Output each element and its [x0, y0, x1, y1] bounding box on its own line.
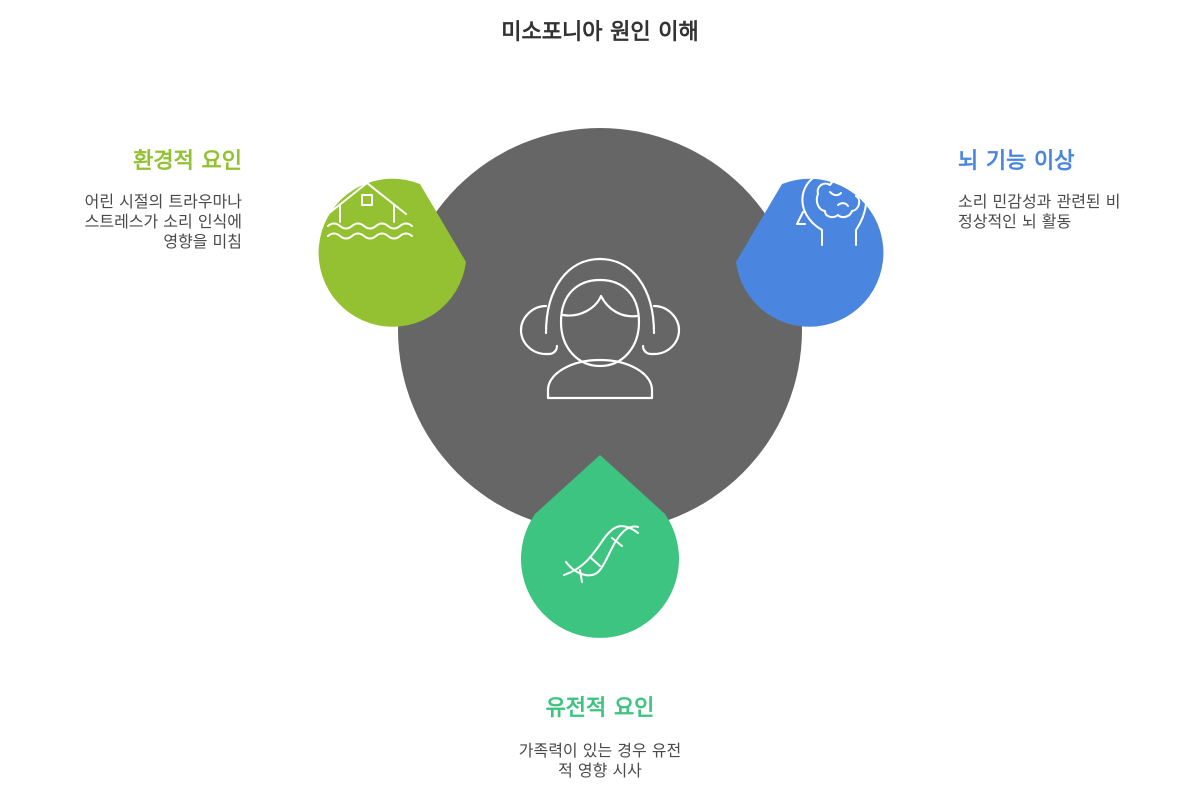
- environmental-heading: 환경적 요인: [133, 149, 242, 174]
- environmental-drop: [318, 178, 466, 327]
- center-circle: [398, 128, 802, 532]
- genetic-description-line: 적 영향 시사: [558, 761, 642, 780]
- genetic-description-line: 가족력이 있는 경우 유전: [518, 741, 682, 760]
- flooded-house-icon: [327, 182, 413, 240]
- genetic-drop: [521, 455, 680, 638]
- diagram-title: 미소포니아 원인 이해: [501, 20, 699, 45]
- environmental-description-line: 스트레스가 소리 인식에: [84, 212, 242, 231]
- genetic-description: 가족력이 있는 경우 유전 적 영향 시사: [0, 741, 1200, 781]
- brain-description: 소리 민감성과 관련된 비 정상적인 뇌 활동: [958, 192, 1198, 232]
- brain-description-line: 소리 민감성과 관련된 비: [958, 192, 1121, 211]
- environmental-description: 어린 시절의 트라우마나 스트레스가 소리 인식에 영향을 미침: [85, 192, 242, 252]
- brain-description-line: 정상적인 뇌 활동: [958, 212, 1072, 231]
- person-headphones-icon: [519, 257, 681, 400]
- brain-head-icon: [796, 169, 868, 246]
- genetic-heading: 유전적 요인: [545, 696, 655, 721]
- dna-icon: [563, 525, 639, 583]
- environmental-description-line: 영향을 미침: [163, 232, 242, 251]
- environmental-description-line: 어린 시절의 트라우마나: [84, 192, 242, 211]
- brain-heading: 뇌 기능 이상: [958, 149, 1075, 174]
- brain-drop: [736, 178, 884, 327]
